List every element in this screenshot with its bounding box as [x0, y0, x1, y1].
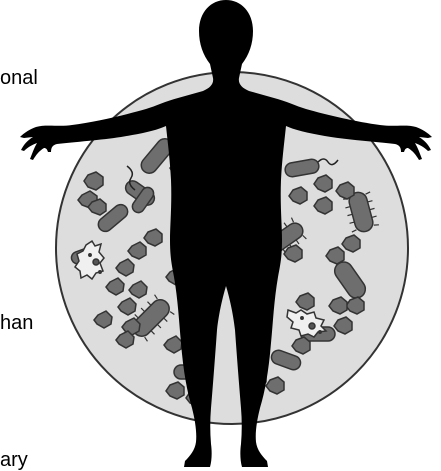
microbiome-illustration	[0, 0, 441, 469]
